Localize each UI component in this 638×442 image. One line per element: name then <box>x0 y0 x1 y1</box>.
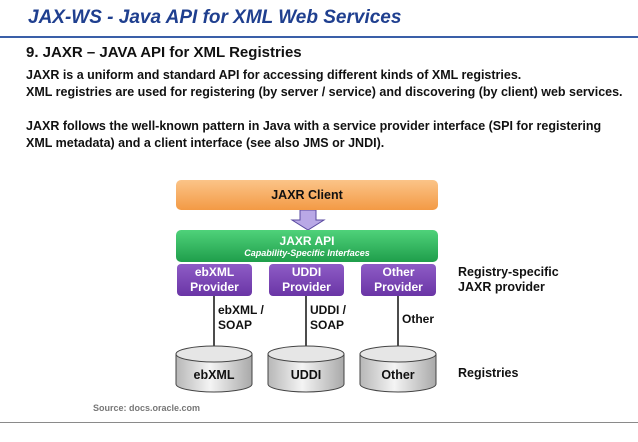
registry-cylinder-other <box>359 345 437 393</box>
jaxr-api-box: JAXR API Capability-Specific Interfaces <box>176 230 438 262</box>
registry-specific-line1: Registry-specific <box>458 265 559 279</box>
provider-line1: Other <box>382 265 415 279</box>
paragraph-3: JAXR follows the well-known pattern in J… <box>26 119 602 150</box>
bottom-divider <box>0 422 638 423</box>
page-title: JAX-WS - Java API for XML Web Services <box>28 7 402 28</box>
jaxr-api-sublabel: Capability-Specific Interfaces <box>244 248 370 258</box>
paragraph-2: XML registries are used for registering … <box>26 85 623 99</box>
title-divider <box>0 36 638 38</box>
protocol-line1: ebXML / <box>218 303 264 317</box>
down-arrow-icon <box>290 209 326 231</box>
registry-cylinder-uddi <box>267 345 345 393</box>
provider-line1: ebXML <box>194 265 235 279</box>
paragraph-1: JAXR is a uniform and standard API for a… <box>26 68 522 82</box>
section-heading: 9. JAXR – JAVA API for XML Registries <box>26 44 302 61</box>
registry-cylinder-ebxml <box>175 345 253 393</box>
provider-line2: Provider <box>374 280 423 294</box>
protocol-label-other: Other <box>402 312 434 327</box>
protocol-label-uddi: UDDI / SOAP <box>310 303 346 333</box>
other-provider-box: Other Provider <box>361 264 436 296</box>
jaxr-api-label: JAXR API <box>279 234 335 248</box>
registry-specific-label: Registry-specific JAXR provider <box>458 265 559 295</box>
jaxr-client-box: JAXR Client <box>176 180 438 210</box>
provider-line2: Provider <box>282 280 331 294</box>
protocol-line1: UDDI / <box>310 303 346 317</box>
provider-line1: UDDI <box>291 265 322 279</box>
uddi-provider-box: UDDI Provider <box>269 264 344 296</box>
provider-line2: Provider <box>190 280 239 294</box>
ebxml-provider-box: ebXML Provider <box>177 264 252 296</box>
registry-label-uddi: UDDI <box>290 368 322 382</box>
protocol-line2: SOAP <box>310 318 345 332</box>
protocol-line1: Other <box>402 312 435 326</box>
registry-specific-line2: JAXR provider <box>458 280 545 294</box>
source-caption: Source: docs.oracle.com <box>93 403 201 413</box>
registries-label: Registries <box>458 366 519 380</box>
registry-label-other: Other <box>381 368 415 382</box>
protocol-line2: SOAP <box>218 318 253 332</box>
protocol-label-ebxml: ebXML / SOAP <box>218 303 264 333</box>
registry-label-ebxml: ebXML <box>193 368 235 382</box>
